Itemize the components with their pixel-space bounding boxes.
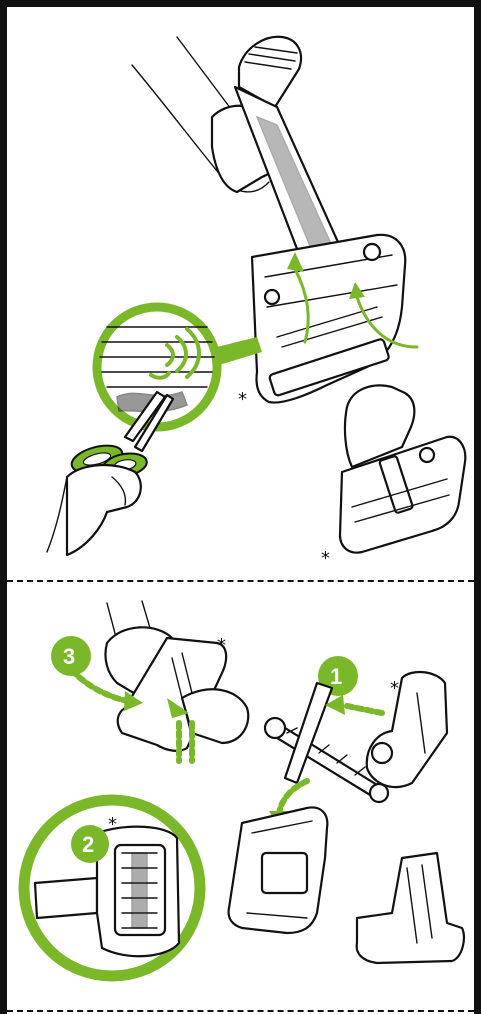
brushroll: [265, 683, 388, 802]
nozzle-housing: [367, 672, 447, 787]
asterisk-note-1: *: [238, 389, 247, 410]
step-2-badge: 2: [71, 825, 109, 863]
brush-base-closed: [357, 853, 464, 963]
turbo-brush-head: [252, 235, 405, 403]
step-3-label: 3: [63, 644, 75, 669]
illustration-bottom: 3 * 1 *: [7, 583, 474, 1013]
nozzle-detached: [340, 385, 465, 552]
hand-holding-scissors: [47, 465, 141, 555]
step-3-badge: 3: [51, 636, 91, 676]
brush-base-open: [229, 807, 328, 933]
asterisk-note-2: *: [321, 548, 330, 569]
section-divider-bottom: [7, 1010, 474, 1012]
asterisk-note-3: *: [217, 635, 226, 656]
section-divider: [7, 580, 474, 582]
panel-disassemble-brushroll: 3 * 1 *: [7, 583, 474, 1013]
illustration-top: * *: [7, 7, 474, 580]
step-1-label: 1: [330, 664, 342, 689]
step-2-label: 2: [82, 832, 94, 857]
panel-cut-hair-from-brushroll: * *: [7, 7, 474, 580]
asterisk-note-5: *: [108, 814, 117, 835]
